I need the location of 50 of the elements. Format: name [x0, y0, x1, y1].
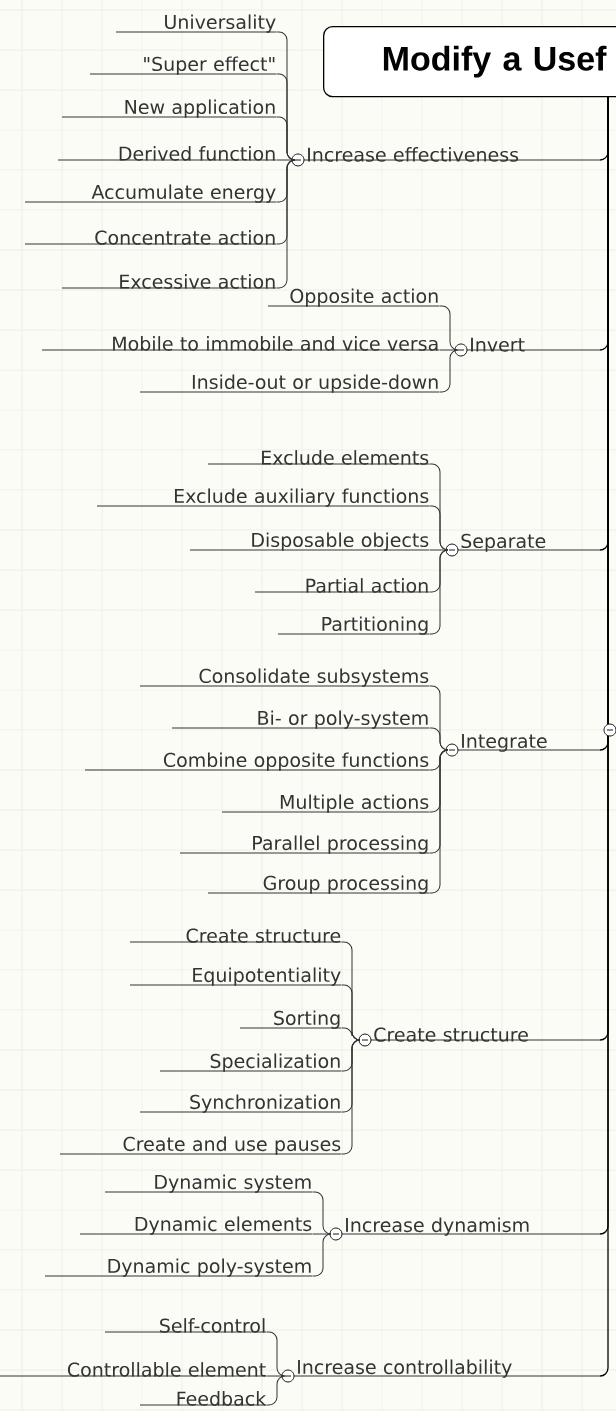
topic-label: Create structure: [358, 1027, 601, 1047]
subtopic-label: Parallel processing: [179, 835, 430, 854]
subtopic-label: Controllable element: [0, 1362, 267, 1377]
subtopic-label: Dynamic poly-system: [44, 1258, 313, 1277]
connector-line: [265, 1375, 286, 1406]
subtopic-label: Multiple actions: [221, 794, 430, 813]
topic-label: Invert: [454, 337, 601, 357]
subtopic-label: Feedback: [139, 1391, 267, 1406]
subtopic-label: Equipotentiality: [129, 967, 342, 986]
topic-label: Increase dynamism: [329, 1217, 601, 1241]
topic-label: Integrate: [445, 734, 601, 757]
subtopic-label: Concentrate action: [24, 230, 277, 245]
subtopic-label: Derived function: [57, 146, 277, 161]
subtopic-label: Excessive action: [61, 274, 277, 289]
subtopic-label: Exclude elements: [207, 450, 430, 465]
subtopic-label: Group processing: [207, 875, 430, 894]
connector-line: [311, 1233, 332, 1277]
connector-line: [438, 349, 459, 393]
connector-line: [265, 1375, 282, 1377]
subtopic-label: Universality: [115, 14, 277, 33]
subtopic-label: Inside-out or upside-down: [139, 374, 440, 393]
topic-label: Increase effectiveness: [291, 147, 601, 167]
subtopic-label: Opposite action: [267, 288, 440, 307]
connector-line: [428, 549, 449, 635]
subtopic-label: Partial action: [254, 578, 430, 593]
subtopic-label: Sorting: [239, 1010, 342, 1029]
subtopic-label: New application: [61, 99, 277, 118]
subtopic-label: Consolidate subsystems: [139, 668, 430, 687]
subtopic-label: Exclude auxiliary functions: [96, 488, 430, 507]
subtopic-label: Create structure: [129, 928, 342, 943]
subtopic-label: Partitioning: [277, 616, 430, 635]
subtopic-label: Combine opposite functions: [84, 752, 430, 771]
subtopic-label: "Super effect": [89, 56, 277, 75]
title-box: Modify a Usef: [323, 26, 616, 98]
connector-line: [275, 159, 292, 161]
topic-label: Separate: [445, 533, 601, 557]
connector-line: [428, 549, 446, 551]
subtopic-label: Disposable objects: [189, 532, 430, 551]
topic-label: Increase controllability: [281, 1359, 601, 1383]
subtopic-label: Specialization: [159, 1053, 342, 1072]
connector-line: [311, 1233, 330, 1235]
subtopic-label: Dynamic system: [104, 1174, 313, 1193]
subtopic-label: Dynamic elements: [79, 1216, 313, 1235]
subtopic-label: Bi- or poly-system: [171, 710, 430, 729]
subtopic-label: Synchronization: [139, 1094, 342, 1113]
subtopic-label: Accumulate energy: [24, 184, 277, 203]
subtopic-label: Create and use pauses: [59, 1136, 342, 1155]
subtopic-label: Mobile to immobile and vice versa: [41, 336, 440, 351]
subtopic-label: Self-control: [104, 1318, 267, 1333]
connector-line: [438, 349, 455, 351]
